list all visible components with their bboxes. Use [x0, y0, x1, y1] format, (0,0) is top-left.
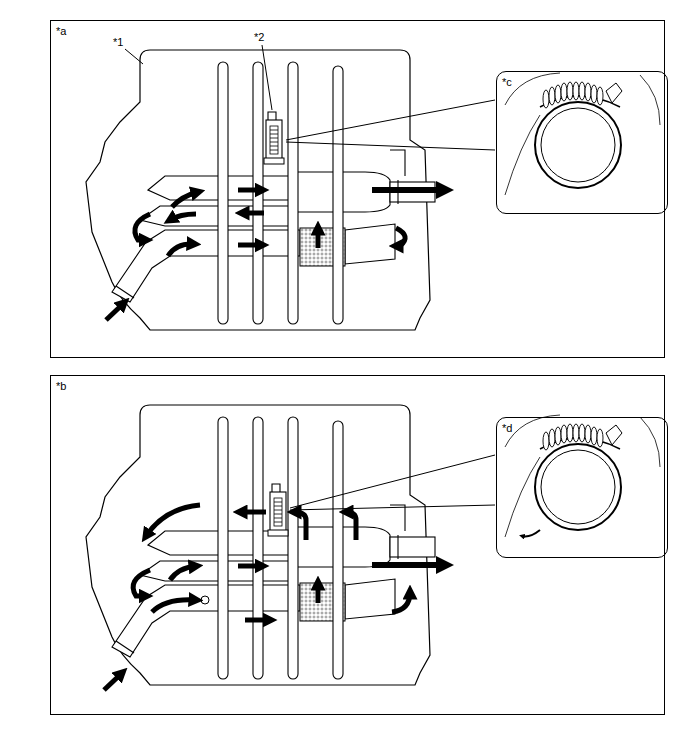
flow-arrow	[316, 583, 321, 603]
flow-arrow	[106, 303, 124, 320]
flow-arrow	[240, 510, 266, 515]
panel-frame: *b *d	[50, 375, 665, 715]
flow-arrow	[392, 592, 410, 612]
clamp-detail	[505, 73, 660, 195]
flow-arrow	[135, 214, 150, 240]
flow-arrow	[170, 214, 196, 220]
flow-arrow	[316, 228, 321, 248]
leader-line	[286, 142, 495, 150]
leader-line	[290, 455, 495, 510]
flow-arrow	[146, 505, 200, 536]
panel-frame: *a *c	[50, 20, 665, 358]
flow-arrow	[294, 512, 306, 540]
exhaust-assembly	[86, 405, 435, 685]
flow-arrow	[346, 512, 356, 540]
flow-arrow	[396, 228, 405, 246]
leader-line	[286, 100, 495, 140]
flow-arrow	[168, 244, 194, 256]
leader-line	[125, 49, 143, 64]
leader-line	[125, 45, 495, 150]
flow-arrow	[372, 562, 445, 568]
hose-clamp	[268, 484, 288, 536]
callout-number: *2	[253, 31, 265, 44]
flow-arrow	[104, 673, 122, 690]
detail-inset: *d	[496, 417, 668, 558]
direction-arrow	[522, 530, 540, 536]
flow-arrow	[170, 566, 196, 580]
flow-arrow	[245, 618, 270, 623]
panel-letter: *d	[497, 419, 512, 435]
leader-line	[290, 505, 495, 510]
leader-line	[290, 455, 495, 508]
flow-arrow	[238, 188, 262, 193]
callout-number: *1	[112, 36, 124, 49]
leader-line	[262, 45, 272, 110]
hose-clamp	[264, 112, 284, 164]
clamp-detail	[505, 415, 660, 537]
flow-arrow	[104, 505, 445, 690]
panel-letter: *c	[497, 73, 512, 89]
flow-arrow	[133, 570, 150, 596]
flow-arrow	[152, 600, 196, 612]
panel-letter: *b	[51, 377, 66, 393]
flow-arrow	[106, 190, 445, 320]
flow-arrow	[172, 192, 198, 207]
sensor-mark	[201, 596, 209, 604]
flow-arrow	[372, 187, 445, 193]
flow-arrow	[242, 211, 264, 216]
flow-arrow	[238, 243, 262, 248]
detail-inset: *c	[496, 71, 668, 214]
panel-letter: *a	[51, 22, 66, 38]
flow-arrow	[238, 564, 262, 569]
